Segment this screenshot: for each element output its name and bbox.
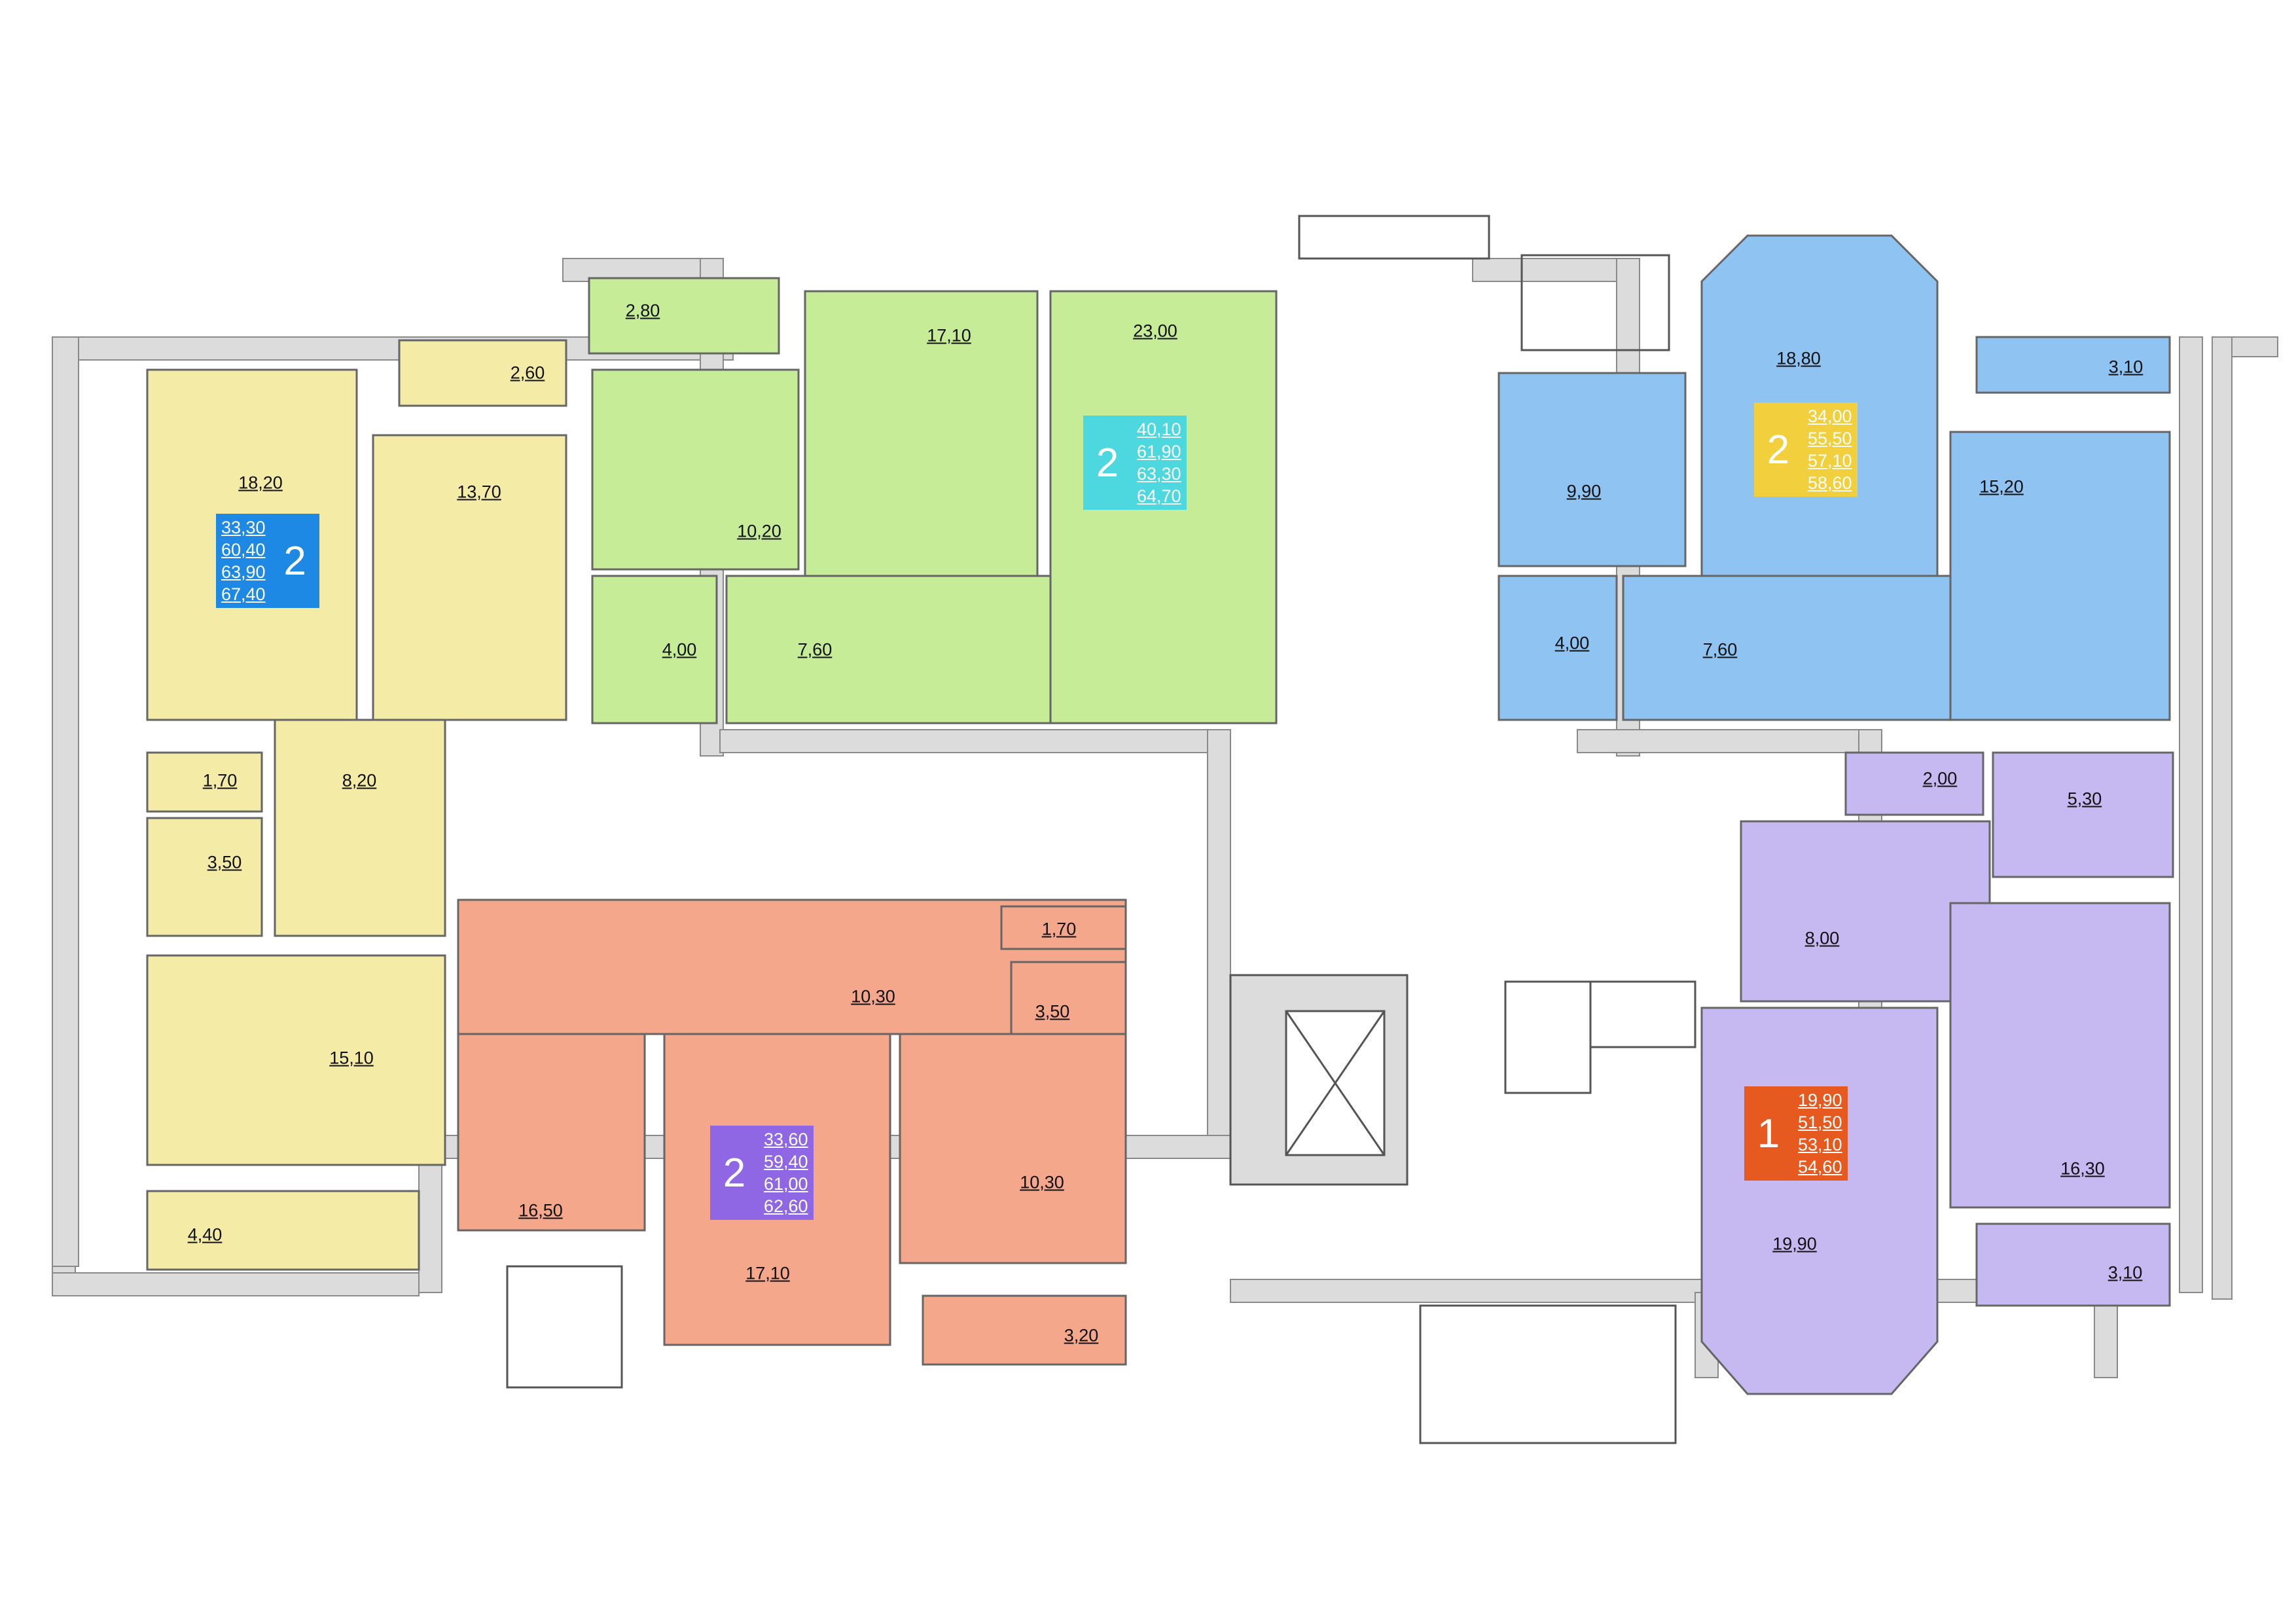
balcony (1975, 336, 2171, 394)
room-kitchen (1498, 372, 1687, 567)
room-hall (725, 575, 1052, 724)
area-value: 63,90 (221, 562, 266, 582)
room-area-label: 8,00 (1804, 928, 1840, 948)
rooms-count: 2 (710, 1126, 759, 1220)
rooms-count: 2 (1754, 402, 1803, 497)
area-value: 60,40 (221, 540, 266, 560)
room-bath (1992, 751, 2174, 878)
area-value: 53,10 (1798, 1135, 1842, 1154)
area-value: 19,90 (1798, 1090, 1842, 1110)
room-area-label: 23,00 (1133, 321, 1177, 341)
room-bedroom (1949, 431, 2171, 721)
room-area-label: 3,50 (207, 852, 242, 872)
apartment-badge-blue: 2 34,00 55,50 57,10 58,60 (1754, 402, 1857, 497)
balcony-2 (146, 1190, 420, 1271)
area-value: 33,30 (221, 518, 266, 537)
room-area-label: 18,20 (238, 473, 283, 493)
apartment-blue (1498, 234, 2171, 721)
room-area-label: 5,30 (2067, 789, 2102, 809)
room-area-label: 10,30 (851, 986, 895, 1007)
apartment-badge-salmon: 2 33,60 59,40 61,00 62,60 (710, 1126, 814, 1220)
area-value: 40,10 (1137, 419, 1181, 439)
room-area-label: 3,10 (2108, 357, 2144, 377)
room-area-label: 7,60 (797, 639, 833, 660)
room-bedroom (146, 954, 446, 1166)
room-kitchen (899, 1033, 1127, 1264)
area-value: 33,60 (764, 1130, 808, 1149)
rooms-count: 2 (1083, 416, 1132, 510)
room-area-label: 3,20 (1064, 1325, 1099, 1346)
room-area-label: 2,80 (625, 300, 660, 321)
room-area-label: 4,00 (662, 639, 697, 660)
area-value: 54,60 (1798, 1157, 1842, 1177)
room-bedroom (457, 1033, 646, 1232)
room-kitchen (591, 368, 800, 571)
area-value: 59,40 (764, 1152, 808, 1171)
apartment-lavender (1700, 751, 2174, 1395)
room-area-label: 15,20 (1979, 476, 2024, 497)
balcony (398, 339, 567, 407)
balcony (588, 277, 780, 355)
room-area-label: 13,70 (457, 482, 501, 502)
room-area-label: 3,50 (1035, 1001, 1070, 1022)
room-area-label: 17,10 (927, 325, 971, 346)
rooms-count: 2 (270, 514, 319, 608)
room-area-label: 4,00 (1554, 633, 1590, 653)
area-value: 63,30 (1137, 464, 1181, 484)
room-area-label: 1,70 (202, 770, 238, 791)
room-area-label: 10,30 (1020, 1172, 1064, 1192)
room-wc (146, 751, 263, 813)
area-value: 57,10 (1808, 451, 1852, 471)
apartment-yellow (146, 339, 567, 1271)
area-value: 58,60 (1808, 473, 1852, 493)
area-value: 34,00 (1808, 406, 1852, 426)
area-value: 51,50 (1798, 1113, 1842, 1132)
room-kitchen (1949, 902, 2171, 1209)
apartment-badge-green: 2 40,10 61,90 63,30 64,70 (1083, 416, 1187, 510)
area-value: 61,90 (1137, 442, 1181, 461)
room-wc (1844, 751, 1984, 816)
area-value: 61,00 (764, 1174, 808, 1194)
room-area-label: 3,10 (2108, 1262, 2143, 1283)
apartment-badge-lavender: 1 19,90 51,50 53,10 54,60 (1744, 1086, 1848, 1181)
room-area-label: 7,60 (1702, 639, 1738, 660)
area-value: 55,50 (1808, 429, 1852, 448)
room-area-label: 8,20 (342, 770, 377, 791)
room-area-label: 19,90 (1772, 1234, 1817, 1254)
room-area-label: 16,30 (2060, 1158, 2105, 1179)
room-hall (1622, 575, 1952, 721)
room-living-bay (1700, 1007, 1939, 1395)
balcony (922, 1294, 1127, 1366)
room-area-label: 10,20 (737, 521, 781, 541)
room-bath (146, 817, 263, 937)
room-area-label: 2,00 (1922, 768, 1958, 789)
room-area-label: 9,90 (1566, 481, 1602, 501)
room-area-label: 1,70 (1041, 919, 1077, 939)
room-wc (1000, 905, 1127, 950)
rooms-count: 1 (1744, 1086, 1793, 1181)
room-bath (591, 575, 718, 724)
stair-core (506, 215, 1696, 1444)
room-area-label: 15,10 (329, 1048, 374, 1068)
room-area-label: 16,50 (518, 1200, 563, 1221)
balcony (1975, 1222, 2171, 1307)
room-area-label: 17,10 (745, 1263, 790, 1283)
room-bedroom (804, 290, 1039, 610)
room-hall (274, 719, 446, 937)
area-value: 62,60 (764, 1196, 808, 1216)
room-area-label: 18,80 (1776, 348, 1821, 368)
area-value: 67,40 (221, 584, 266, 604)
room-area-label: 2,60 (510, 363, 545, 383)
room-bath (1498, 575, 1618, 721)
area-value: 64,70 (1137, 486, 1181, 506)
side-walls (52, 336, 2278, 1300)
room-kitchen (372, 434, 567, 721)
room-area-label: 4,40 (187, 1224, 223, 1245)
apartment-badge-yellow: 33,30 60,40 63,90 67,40 2 (216, 514, 319, 608)
